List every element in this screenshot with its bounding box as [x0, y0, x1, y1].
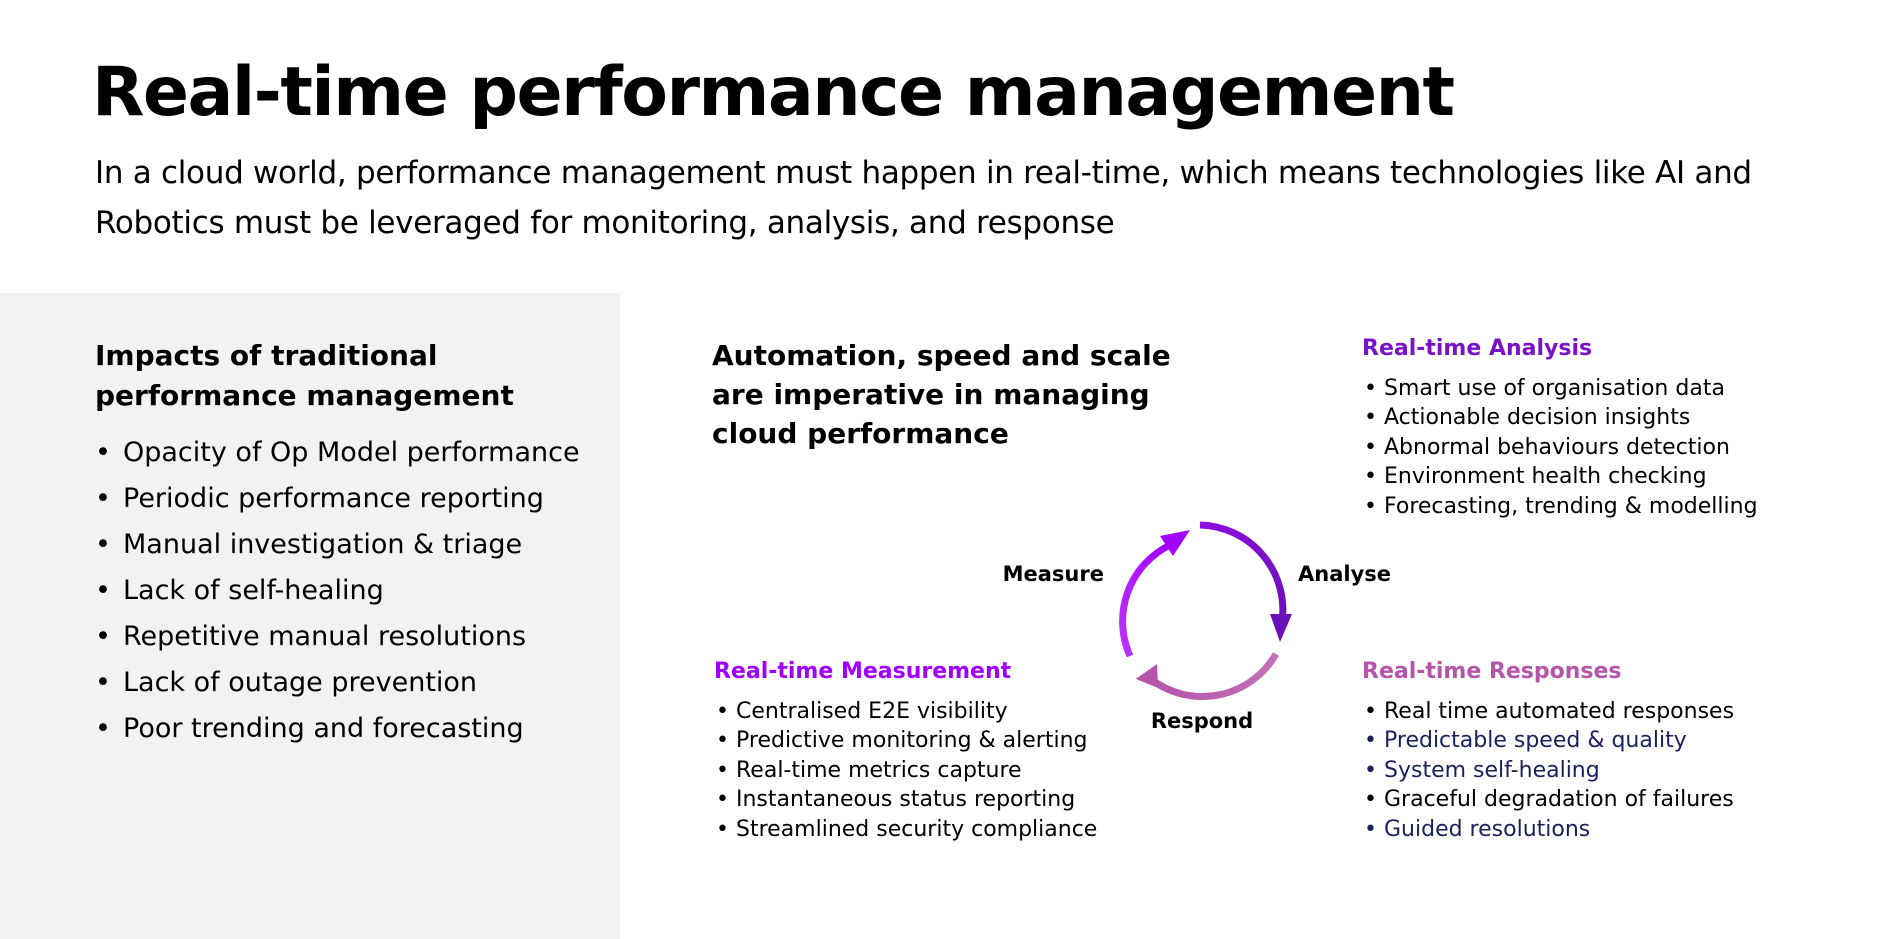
impacts-list-item: Poor trending and forecasting: [95, 712, 595, 746]
analysis-list-item: Abnormal behaviours detection: [1362, 433, 1832, 463]
impacts-list-item: Manual investigation & triage: [95, 528, 595, 562]
respond-arrow: [1149, 652, 1280, 701]
impacts-list: Opacity of Op Model performance Periodic…: [95, 436, 595, 758]
responses-list: Real time automated responses Predictabl…: [1362, 697, 1832, 844]
analysis-title: Real-time Analysis: [1362, 336, 1593, 361]
automation-heading: Automation, speed and scale are imperati…: [712, 339, 1171, 450]
measure-label: Measure: [1003, 562, 1104, 586]
responses-list-item: Real time automated responses: [1362, 697, 1832, 727]
analysis-list-item: Forecasting, trending & modelling: [1362, 492, 1832, 522]
page-title: Real-time performance management: [92, 53, 1455, 132]
impacts-list-item: Repetitive manual resolutions: [95, 620, 595, 654]
responses-list-item: Guided resolutions: [1362, 815, 1832, 845]
analyse-arrow: [1199, 521, 1287, 623]
analysis-list: Smart use of organisation data Actionabl…: [1362, 374, 1832, 521]
analysis-list-item: Smart use of organisation data: [1362, 374, 1832, 404]
responses-list-item: Graceful degradation of failures: [1362, 785, 1832, 815]
respond-arrowhead-icon: [1135, 663, 1158, 688]
analysis-list-item: Environment health checking: [1362, 462, 1832, 492]
measurement-title: Real-time Measurement: [714, 659, 1012, 684]
measure-arrow: [1119, 541, 1172, 658]
measurement-list-item: Instantaneous status reporting: [714, 785, 1184, 815]
measurement-block: Real-time Measurement Centralised E2E vi…: [714, 657, 1184, 844]
analysis-list-item: Actionable decision insights: [1362, 403, 1832, 433]
measurement-list-item: Predictive monitoring & alerting: [714, 726, 1184, 756]
responses-title: Real-time Responses: [1362, 659, 1622, 684]
measurement-list-item: Real-time metrics capture: [714, 756, 1184, 786]
cycle-diagram: Measure Analyse Respond: [1003, 521, 1391, 733]
impacts-list-item: Periodic performance reporting: [95, 482, 595, 516]
impacts-panel: [0, 293, 620, 939]
analyse-arrowhead-icon: [1270, 614, 1292, 642]
measure-arrowhead-icon: [1160, 530, 1190, 556]
responses-list-item: System self-healing: [1362, 756, 1832, 786]
measurement-list-item: Centralised E2E visibility: [714, 697, 1184, 727]
measurement-list-item: Streamlined security compliance: [714, 815, 1184, 845]
analyse-label: Analyse: [1298, 562, 1391, 586]
impacts-list-item: Lack of outage prevention: [95, 666, 595, 700]
analysis-block: Real-time Analysis Smart use of organisa…: [1362, 334, 1832, 521]
respond-label: Respond: [1151, 709, 1253, 733]
responses-list-item: Predictable speed & quality: [1362, 726, 1832, 756]
measurement-list: Centralised E2E visibility Predictive mo…: [714, 697, 1184, 844]
impacts-list-item: Lack of self-healing: [95, 574, 595, 608]
responses-block: Real-time Responses Real time automated …: [1362, 657, 1832, 844]
impacts-heading: Impacts of traditional performance manag…: [95, 339, 514, 412]
impacts-list-item: Opacity of Op Model performance: [95, 436, 595, 470]
page-subtitle: In a cloud world, performance management…: [95, 155, 1752, 241]
